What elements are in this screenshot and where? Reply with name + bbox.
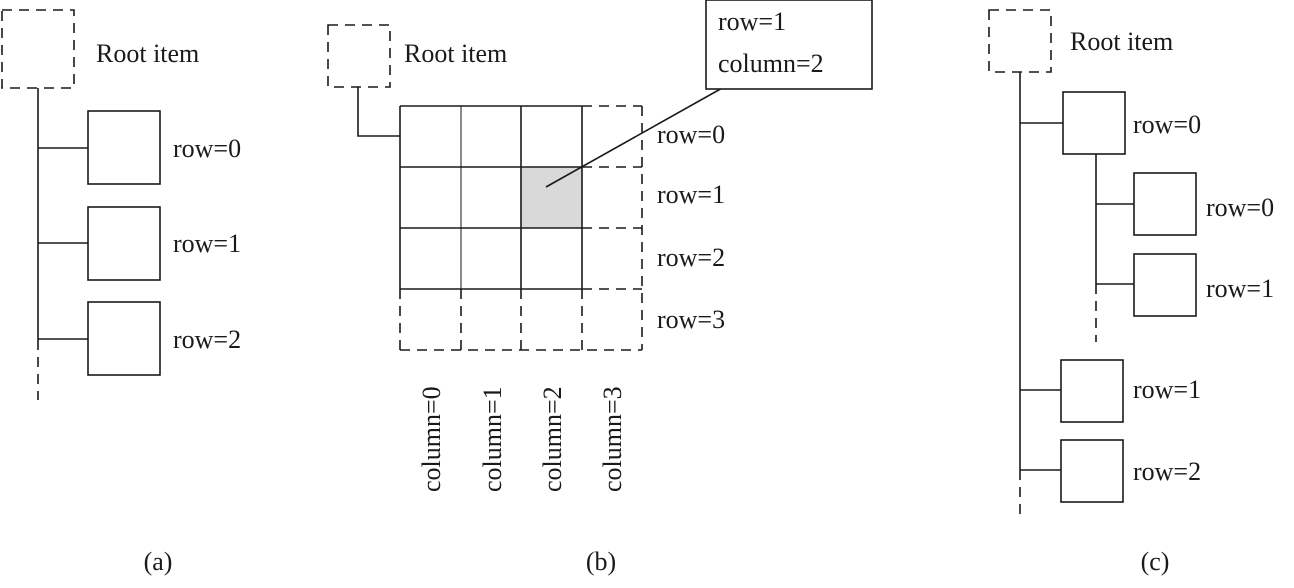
panel-a-label-row-0: row=0 bbox=[173, 134, 241, 163]
panel-b-label-column-2: column=2 bbox=[538, 386, 567, 492]
panel-b-label-row-0: row=0 bbox=[657, 120, 725, 149]
panel-b-caption: (b) bbox=[586, 547, 616, 576]
panel-c-item-child-row-1 bbox=[1133, 253, 1197, 317]
panel-c-item-row-2 bbox=[1060, 439, 1124, 503]
panel-a-root-label: Root item bbox=[96, 39, 199, 68]
panel-a-item-row-1 bbox=[87, 206, 161, 281]
panel-b-root-label: Root item bbox=[404, 39, 507, 68]
panel-c-caption: (c) bbox=[1141, 547, 1170, 576]
panel-a-label-row-2: row=2 bbox=[173, 325, 241, 354]
panel-b-callout-box bbox=[705, 0, 873, 90]
panel-c-label-child-row-0: row=0 bbox=[1206, 193, 1274, 222]
panel-b-label-column-3: column=3 bbox=[598, 386, 627, 492]
panel-b-callout-column: column=2 bbox=[718, 49, 824, 78]
panel-a-label-row-1: row=1 bbox=[173, 229, 241, 258]
panel-b-callout-leader bbox=[545, 86, 725, 188]
panel-c-item-child-row-0 bbox=[1133, 172, 1197, 236]
panel-a-caption: (a) bbox=[144, 547, 173, 576]
panel-b-dashed-extension bbox=[399, 105, 643, 351]
panel-b-label-column-0: column=0 bbox=[417, 386, 446, 492]
panel-b-callout-row: row=1 bbox=[718, 7, 786, 36]
panel-c-label-row-0: row=0 bbox=[1133, 110, 1201, 139]
panel-a-list-model: Root item row=0 row=1 row=2 (a) bbox=[1, 9, 241, 576]
panel-c-label-row-1: row=1 bbox=[1133, 375, 1201, 404]
panel-c-root-label: Root item bbox=[1070, 27, 1173, 56]
panel-b-label-row-1: row=1 bbox=[657, 180, 725, 209]
panel-c-item-row-1 bbox=[1060, 359, 1124, 423]
panel-c-label-row-2: row=2 bbox=[1133, 457, 1201, 486]
panel-c-label-child-row-1: row=1 bbox=[1206, 274, 1274, 303]
panel-c-item-row-0 bbox=[1062, 91, 1126, 155]
panel-a-item-row-2 bbox=[87, 301, 161, 376]
panel-b-highlight-cell bbox=[521, 167, 582, 228]
panel-c-root-box bbox=[988, 9, 1052, 73]
panel-b-label-row-2: row=2 bbox=[657, 243, 725, 272]
panel-b-root-connector bbox=[357, 87, 400, 137]
panel-b-root-box bbox=[327, 24, 391, 88]
panel-a-item-row-0 bbox=[87, 110, 161, 185]
panel-a-root-box bbox=[1, 9, 75, 89]
panel-b-label-column-1: column=1 bbox=[478, 386, 507, 492]
panel-b-table-model: Root item bbox=[327, 0, 873, 576]
panel-c-tree-model: Root item row=0 row=0 row=1 row=1 row=2 … bbox=[988, 9, 1274, 576]
panel-b-solid-grid bbox=[399, 105, 583, 290]
panel-b-label-row-3: row=3 bbox=[657, 305, 725, 334]
